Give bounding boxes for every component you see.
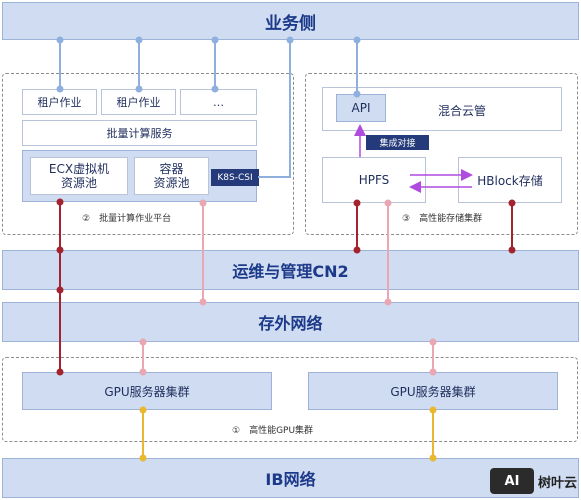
watermark-logo-mark: AI [489, 468, 534, 494]
hpfs-box: HPFS [322, 157, 426, 203]
gpu-cluster-label-1: GPU服务器集群 [104, 384, 190, 399]
storage-arrows [354, 124, 473, 193]
container-pool-label: 容器 资源池 [153, 162, 190, 190]
k8s-csi-label: K8S-CSI [217, 172, 253, 183]
k8s-csi-badge: K8S-CSI [211, 169, 259, 186]
hblock-label: HBlock存储 [477, 173, 543, 188]
ecx-pool-box: ECX虚拟机 资源池 [30, 157, 128, 195]
storage-net-links [139, 199, 437, 376]
ops-links [56, 198, 516, 376]
storage-network-title: 存外网络 [258, 314, 323, 333]
gpu-cluster-box-1: GPU服务器集群 [22, 372, 272, 410]
ib-network-bar: IB网络 [2, 458, 579, 498]
hybrid-cloud-label: 混合云管 [438, 104, 487, 118]
business-side-bar: 业务侧 [2, 2, 579, 40]
gpu-cluster-container [2, 357, 578, 442]
integration-badge: 集成对接 [366, 135, 429, 150]
hpfs-label: HPFS [358, 173, 390, 187]
ib-network-title: IB网络 [265, 470, 316, 489]
ops-management-bar: 运维与管理CN2 [2, 250, 579, 290]
gpu-cluster-label-2: GPU服务器集群 [390, 384, 476, 399]
batch-service-label: 批量计算服务 [106, 127, 173, 140]
tenant-job-box-1: 租户作业 [22, 89, 97, 115]
batch-service-box: 批量计算服务 [22, 120, 257, 146]
link-csi-business [258, 40, 291, 178]
watermark-logo-text: 树叶云 [537, 475, 577, 491]
storage-network-bar: 存外网络 [2, 302, 579, 342]
tenant-job-label-1: 租户作业 [37, 96, 82, 109]
hblock-box: HBlock存储 [458, 157, 562, 203]
business-side-title: 业务侧 [265, 13, 316, 34]
storage-cluster-container [305, 73, 578, 235]
ib-links [139, 406, 437, 462]
integration-label: 集成对接 [379, 139, 416, 149]
storage-cluster-caption: ③ 高性能存储集群 [402, 214, 483, 224]
tenant-job-label-2: 租户作业 [116, 96, 161, 109]
api-label: API [351, 101, 371, 115]
ops-management-title: 运维与管理CN2 [232, 262, 349, 281]
ecx-pool-label: ECX虚拟机 资源池 [48, 162, 110, 190]
more-jobs-box: … [180, 89, 257, 115]
batch-platform-container [2, 73, 294, 235]
business-links [56, 36, 361, 178]
watermark-logo: AI 树叶云 [489, 468, 577, 494]
batch-platform-caption: ② 批量计算作业平台 [82, 214, 172, 224]
gpu-cluster-caption: ① 高性能GPU集群 [232, 426, 314, 436]
api-box: API [336, 94, 386, 122]
more-jobs-label: … [213, 95, 224, 109]
container-pool-box: 容器 资源池 [134, 157, 209, 195]
